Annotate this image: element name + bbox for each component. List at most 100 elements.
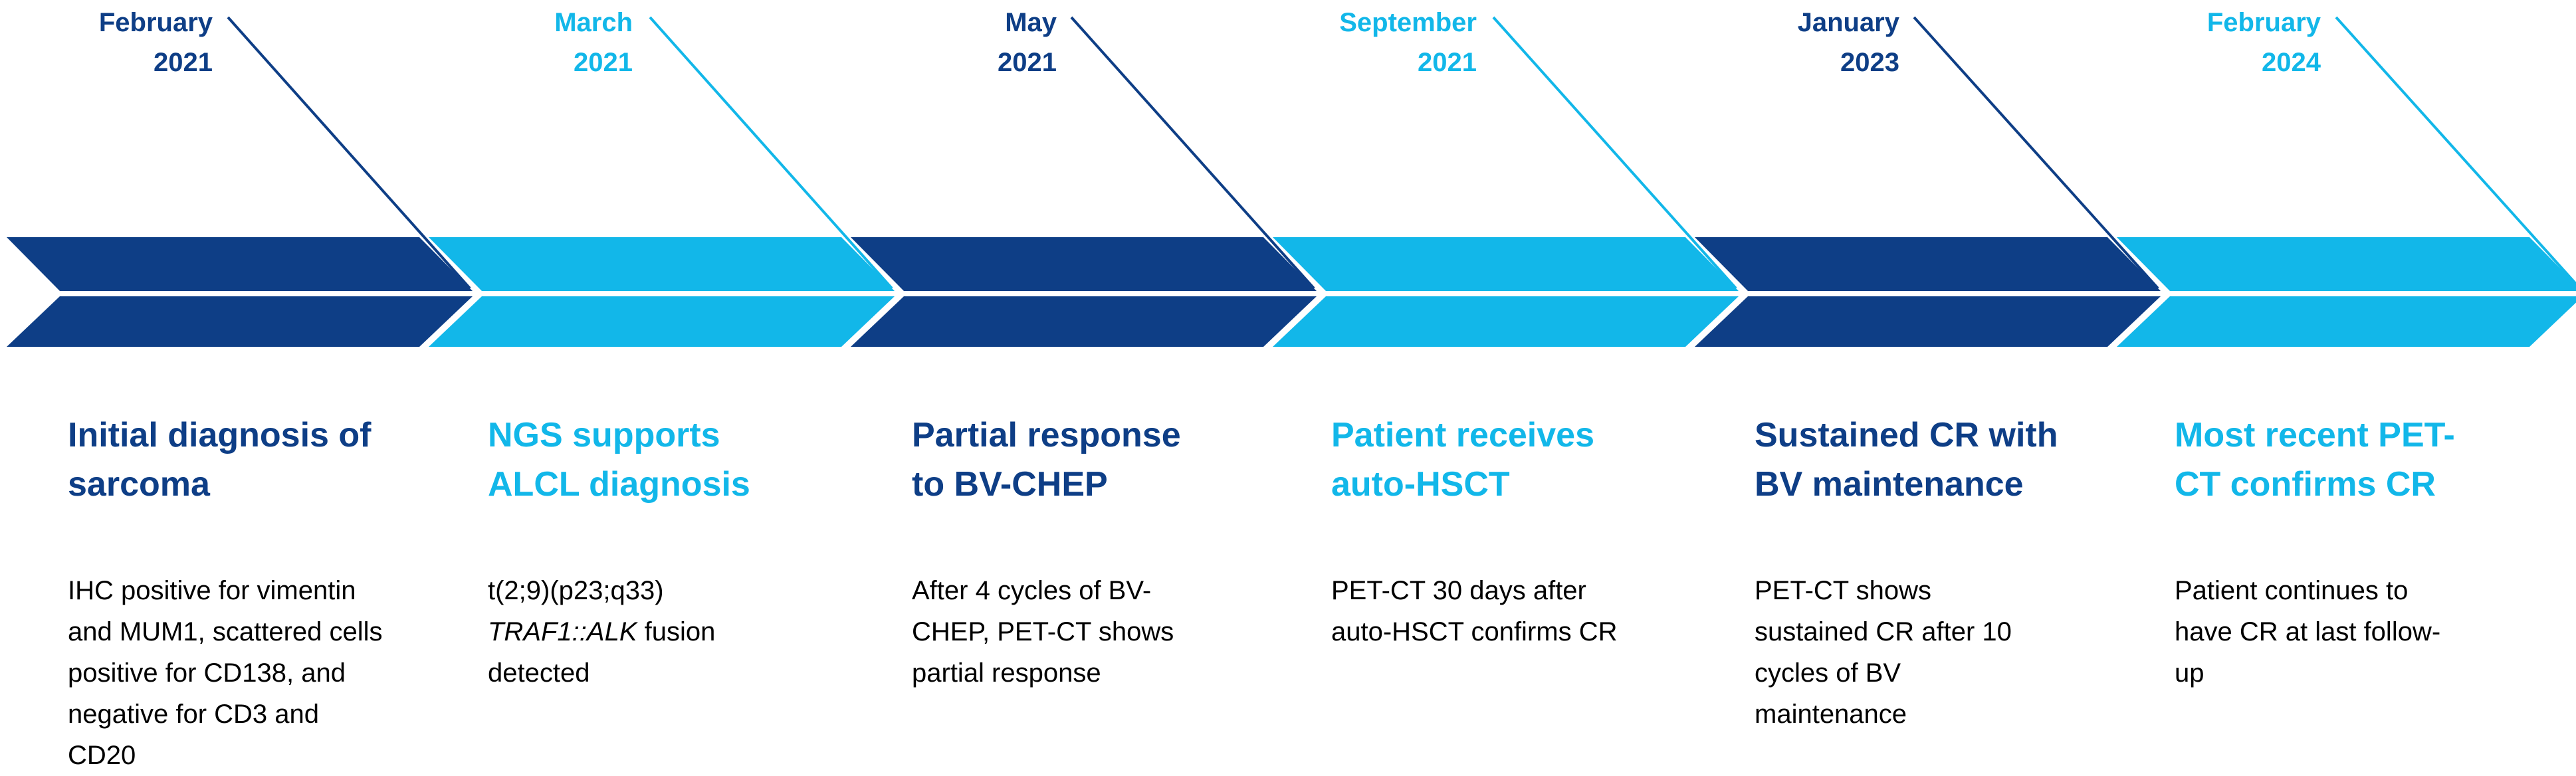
event-description-line: positive for CD138, and [68, 652, 440, 694]
event-heading-line: Initial diagnosis of [68, 416, 372, 454]
event-heading-line: Most recent PET- [2175, 416, 2455, 454]
chevron-top-5 [1695, 237, 2161, 291]
event-date-4: September 2021 [1264, 3, 1477, 82]
event-description-line: have CR at last follow- [2175, 611, 2547, 652]
event-description-line: sustained CR after 10 [1755, 611, 2127, 652]
event-date-year: 2023 [1840, 48, 1899, 77]
event-heading-6: Most recent PET- CT confirms CR [2175, 411, 2533, 509]
description-text: detected [488, 658, 590, 688]
event-description-line: After 4 cycles of BV- [912, 570, 1284, 611]
event-date-year: 2021 [154, 48, 213, 77]
event-description-line: partial response [912, 652, 1284, 694]
description-text: t(2;9)(p23;q33) [488, 576, 664, 605]
chevron-top-2 [429, 237, 895, 291]
description-text: PET-CT 30 days after [1331, 576, 1586, 605]
event-date-month: January [1797, 8, 1899, 37]
description-text: partial response [912, 658, 1101, 688]
event-heading-line: Partial response [912, 416, 1181, 454]
event-description-line: t(2;9)(p23;q33) [488, 570, 860, 611]
event-date-year: 2024 [2262, 48, 2321, 77]
event-heading-line: auto-HSCT [1331, 465, 1510, 504]
event-description-line: Patient continues to [2175, 570, 2547, 611]
event-date-1: February 2021 [0, 3, 213, 82]
chevron-bottom-2 [429, 296, 895, 347]
event-description-line: CHEP, PET-CT shows [912, 611, 1284, 652]
event-heading-4: Patient receives auto-HSCT [1331, 411, 1690, 509]
event-heading-line: Sustained CR with [1755, 416, 2058, 454]
event-date-month: March [554, 8, 633, 37]
event-date-6: February 2024 [2108, 3, 2321, 82]
leader-line-1 [227, 16, 471, 290]
description-text: positive for CD138, and [68, 658, 346, 688]
event-description-line: PET-CT 30 days after [1331, 570, 1703, 611]
event-description-line: and MUM1, scattered cells [68, 611, 440, 652]
event-description-5: PET-CT shows sustained CR after 10 cycles … [1755, 570, 2127, 735]
chevron-bottom-4 [1273, 296, 1739, 347]
leader-line-4 [1492, 16, 1737, 290]
event-date-year: 2021 [998, 48, 1057, 77]
description-text: cycles of BV [1755, 658, 1901, 688]
event-description-line: cycles of BV [1755, 652, 2127, 694]
event-heading-3: Partial response to BV-CHEP [912, 411, 1271, 509]
event-heading-line: CT confirms CR [2175, 465, 2436, 504]
event-heading-line: NGS supports [488, 416, 720, 454]
chevron-top-3 [851, 237, 1317, 291]
timeline-chevron-band [7, 237, 2576, 347]
event-heading-line: BV maintenance [1755, 465, 2024, 504]
event-description-1: IHC positive for vimentin and MUM1, scatt… [68, 570, 440, 776]
chevron-bottom-1 [7, 296, 473, 347]
event-date-2: March 2021 [420, 3, 633, 82]
description-text: auto-HSCT confirms CR [1331, 617, 1618, 646]
chevron-bottom-3 [851, 296, 1317, 347]
event-description-line: auto-HSCT confirms CR [1331, 611, 1703, 652]
event-heading-line: sarcoma [68, 465, 210, 504]
event-date-5: January 2023 [1687, 3, 1899, 82]
chevron-top-4 [1273, 237, 1739, 291]
description-text: CHEP, PET-CT shows [912, 617, 1174, 646]
description-text: CD20 [68, 741, 136, 770]
description-text: IHC positive for vimentin [68, 576, 356, 605]
gene-fusion-name: TRAF1::ALK [488, 617, 637, 646]
event-date-month: September [1339, 8, 1477, 37]
chevron-bottom-6 [2117, 296, 2576, 347]
description-suffix: fusion [637, 617, 716, 646]
event-description-6: Patient continues to have CR at last foll… [2175, 570, 2547, 694]
event-description-line: TRAF1::ALK fusion [488, 611, 860, 652]
description-text: PET-CT shows [1755, 576, 1931, 605]
event-description-line: IHC positive for vimentin [68, 570, 440, 611]
description-text: After 4 cycles of BV- [912, 576, 1152, 605]
description-text: maintenance [1755, 700, 1907, 729]
event-description-line: negative for CD3 and [68, 694, 440, 735]
description-text: negative for CD3 and [68, 700, 320, 729]
event-heading-line: ALCL diagnosis [488, 465, 750, 504]
event-date-month: February [98, 8, 213, 37]
description-text: Patient continues to [2175, 576, 2409, 605]
event-date-year: 2021 [1418, 48, 1477, 77]
event-date-year: 2021 [574, 48, 633, 77]
event-description-line: up [2175, 652, 2547, 694]
leader-line-5 [1913, 16, 2159, 290]
event-heading-5: Sustained CR with BV maintenance [1755, 411, 2113, 509]
description-text: up [2175, 658, 2204, 688]
event-description-3: After 4 cycles of BV- CHEP, PET-CT shows p… [912, 570, 1284, 694]
description-text: and MUM1, scattered cells [68, 617, 383, 646]
leader-line-3 [1070, 16, 1315, 290]
description-text: have CR at last follow- [2175, 617, 2441, 646]
chevron-bottom-5 [1695, 296, 2161, 347]
event-heading-1: Initial diagnosis of sarcoma [68, 411, 427, 509]
event-date-month: February [2206, 8, 2321, 37]
chevron-top-6 [2117, 237, 2576, 291]
date-leader-lines [227, 16, 2576, 290]
event-description-line: CD20 [68, 735, 440, 776]
event-description-line: PET-CT shows [1755, 570, 2127, 611]
event-description-4: PET-CT 30 days after auto-HSCT confirms C… [1331, 570, 1703, 652]
event-heading-line: to BV-CHEP [912, 465, 1108, 504]
leader-line-6 [2335, 16, 2576, 286]
description-text: sustained CR after 10 [1755, 617, 2012, 646]
event-heading-line: Patient receives [1331, 416, 1595, 454]
event-description-line: maintenance [1755, 694, 2127, 735]
event-date-month: May [1005, 8, 1057, 37]
